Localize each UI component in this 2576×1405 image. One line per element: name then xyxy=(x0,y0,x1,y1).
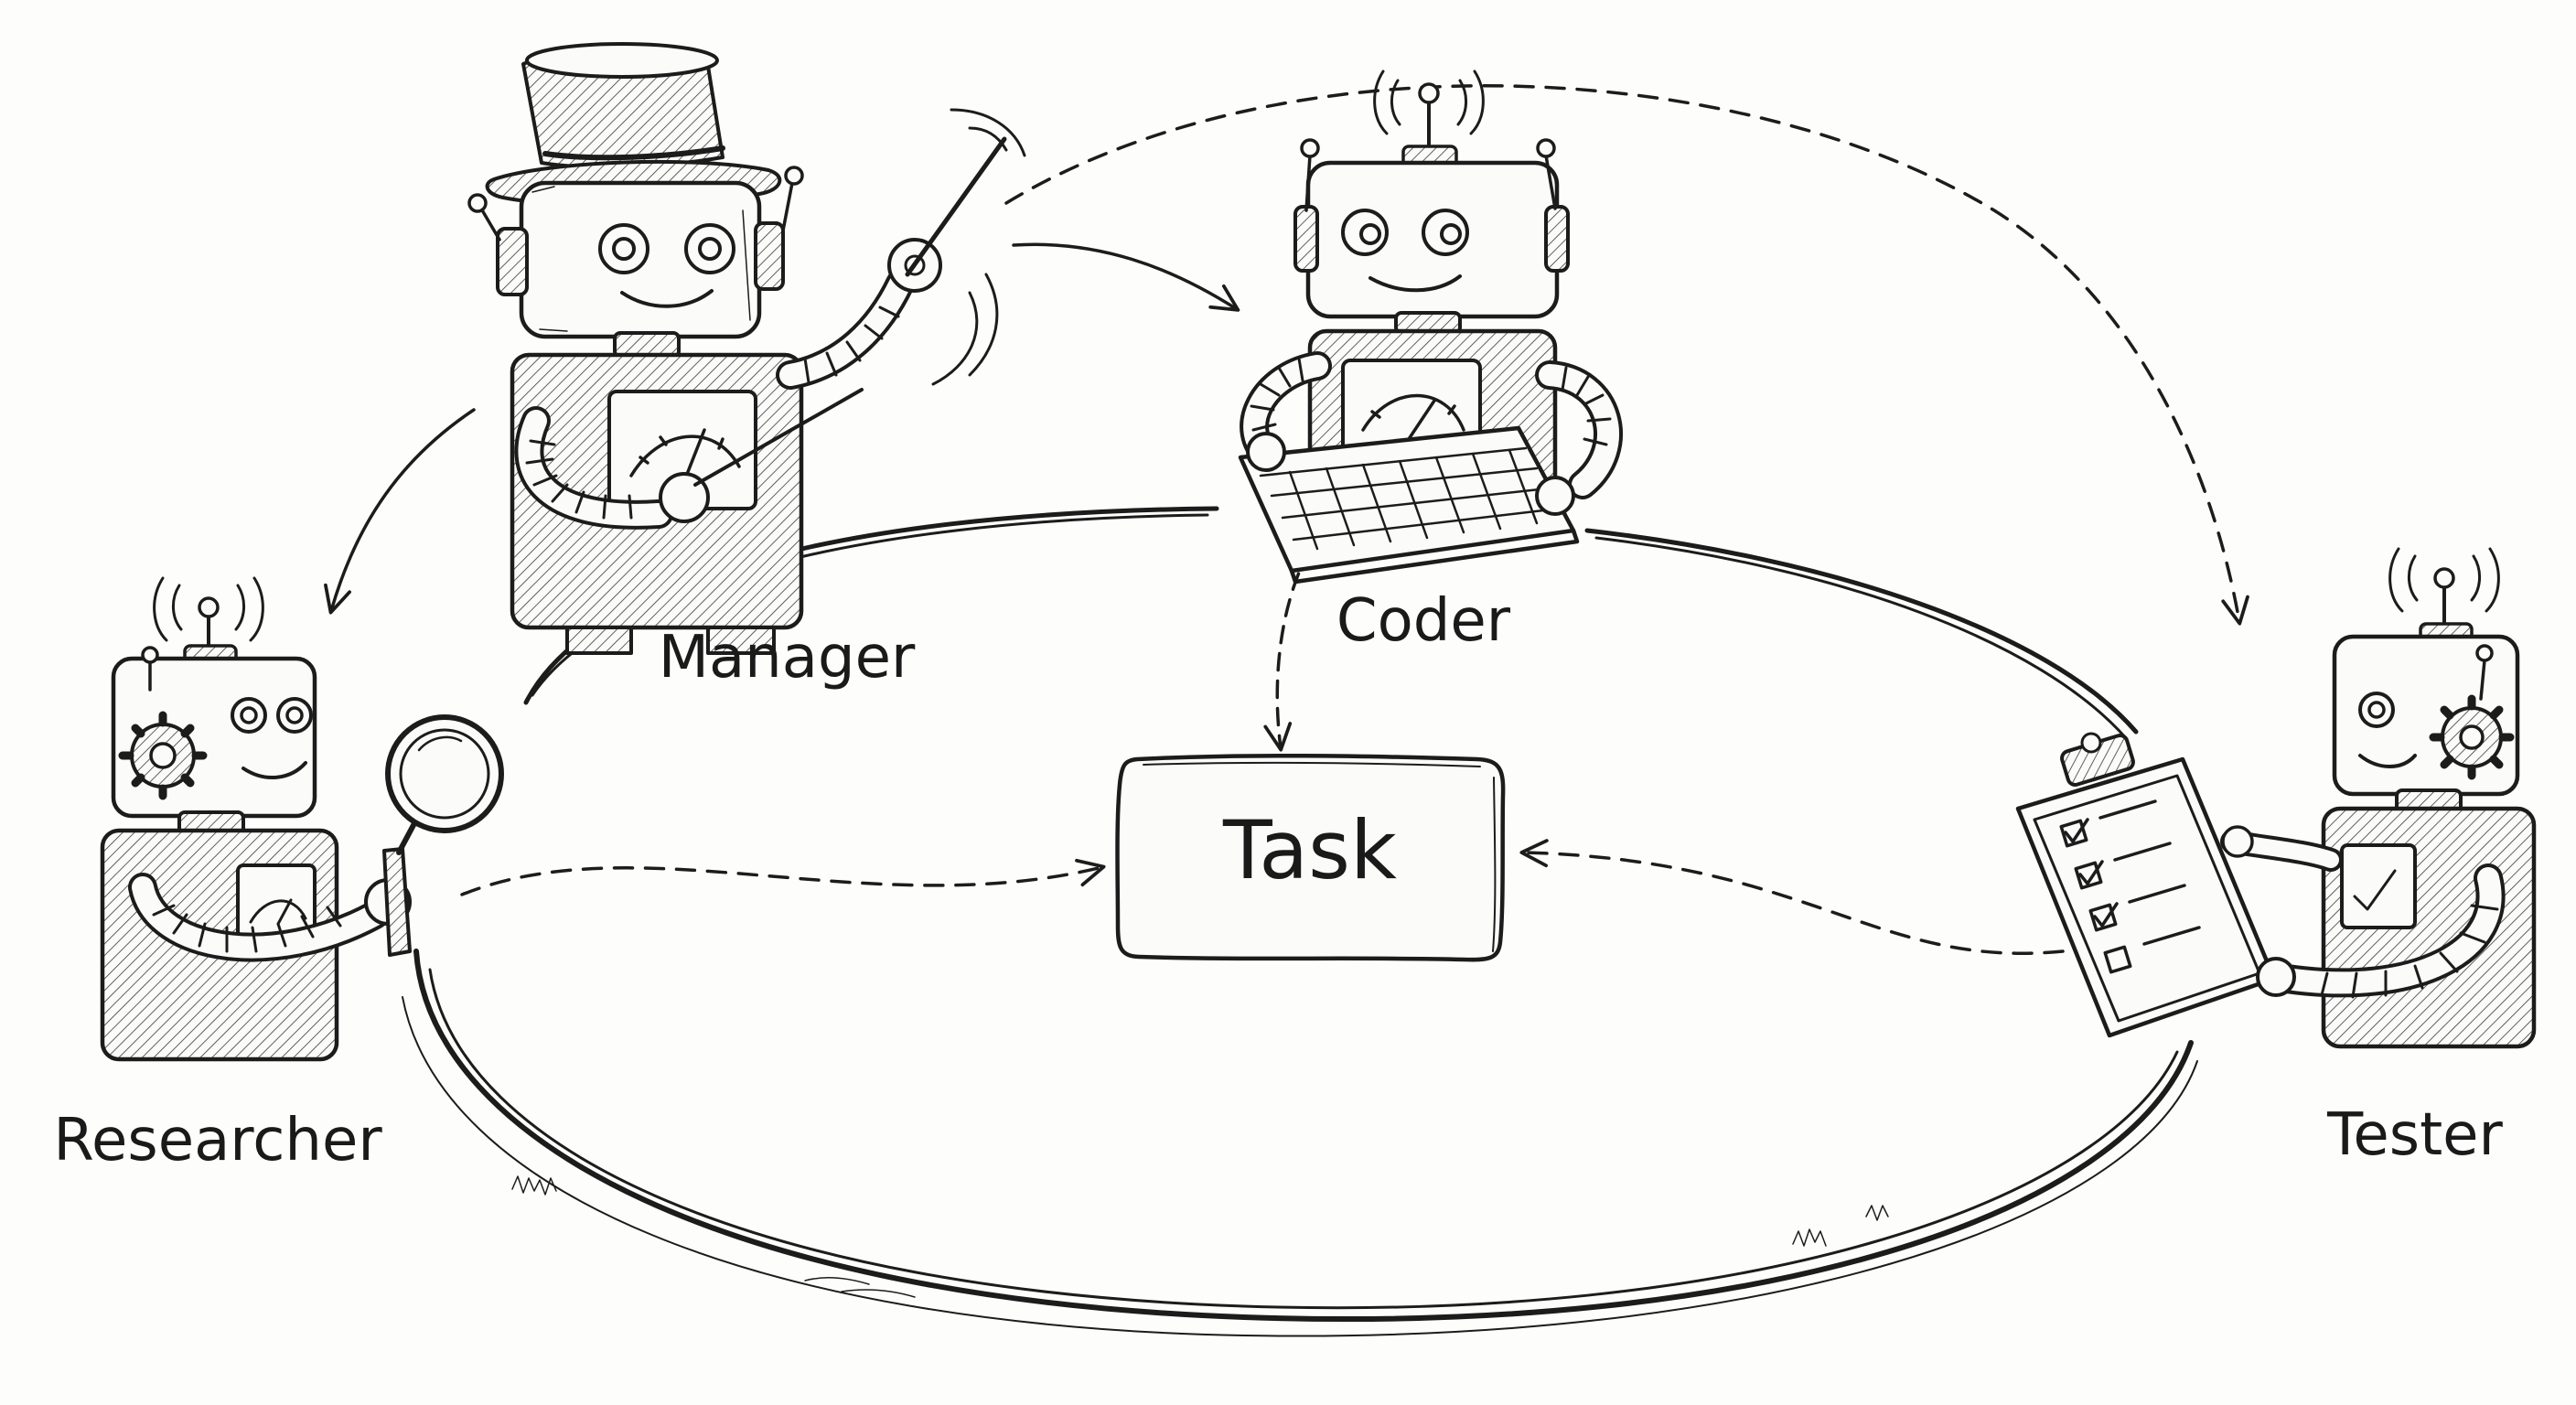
gear-icon xyxy=(123,715,203,796)
task-node: Task xyxy=(1118,756,1504,960)
arrow-manager-to-researcher xyxy=(331,410,474,611)
manager-label: Manager xyxy=(659,624,916,692)
coder-label: Coder xyxy=(1336,587,1511,655)
arrow-manager-to-coder xyxy=(1014,244,1237,309)
researcher-label: Researcher xyxy=(53,1107,382,1174)
arrow-researcher-to-task xyxy=(462,867,1102,895)
tester-label: Tester xyxy=(2326,1101,2503,1169)
tester-robot: Tester xyxy=(2018,549,2534,1169)
arrow-tester-to-task xyxy=(1523,853,2063,953)
clipboard-checklist-icon xyxy=(2018,734,2274,1035)
task-label: Task xyxy=(1222,803,1397,897)
coder-robot: Coder xyxy=(1240,71,1610,655)
manager-robot: Manager xyxy=(469,44,1025,692)
keyboard-icon xyxy=(1240,428,1577,582)
researcher-robot: Researcher xyxy=(53,578,501,1174)
gear-icon xyxy=(2433,699,2510,776)
magnifier-icon xyxy=(384,717,501,955)
